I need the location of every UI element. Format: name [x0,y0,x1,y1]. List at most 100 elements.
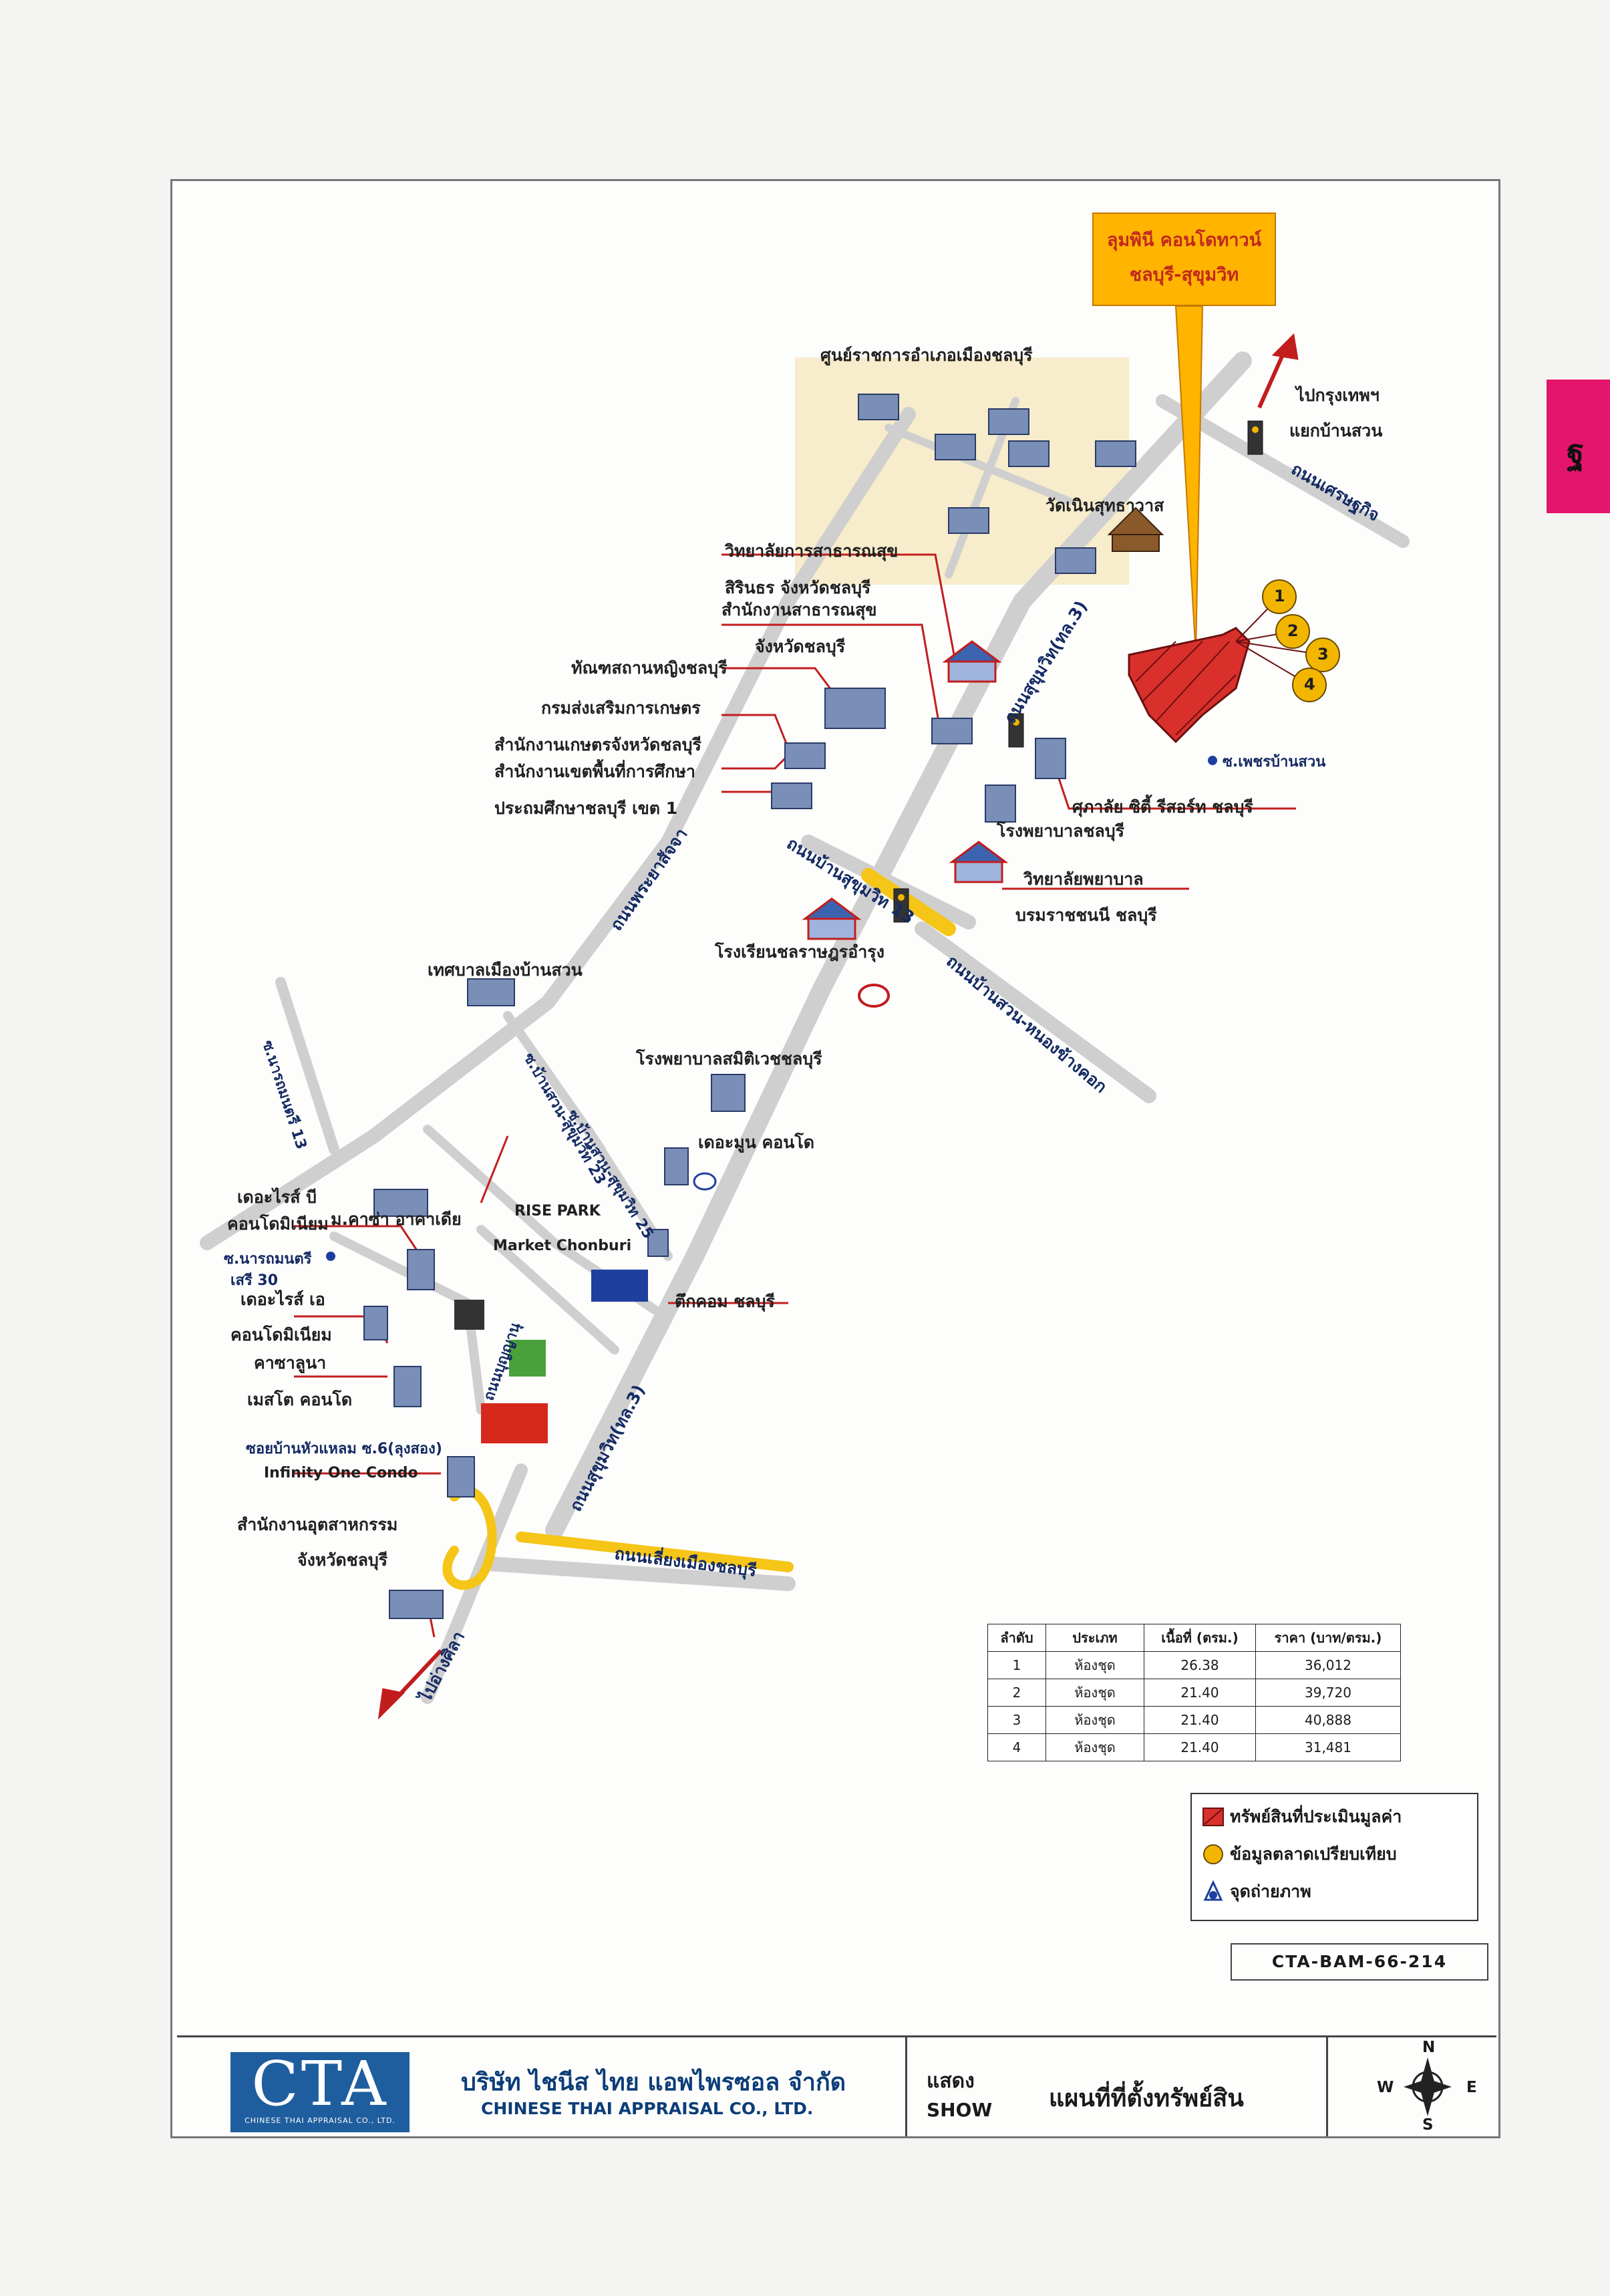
label-to-bangkok-1: ไปกรุงเทพฯ [1296,386,1380,405]
health-building [931,718,973,744]
label-samitivej: โรงพยาบาลสมิติเวชชลบุรี [636,1049,822,1068]
label-women-prison: ทัณฑสถานหญิงชลบุรี [571,658,728,678]
nongkhangkhok-road [915,921,1156,1103]
label-edu-1: สำนักงานเขตพื้นที่การศึกษา [494,762,695,781]
makro-icon [481,1403,548,1443]
direction-arrows [377,333,1299,1720]
municipality-building [467,978,515,1006]
traffic-light-bansuan [1247,420,1263,455]
comparable-marker-3: 3 [1317,645,1329,664]
label-college-ph-2: สิรินธร จังหวัดชลบุรี [725,578,871,597]
moon-building [664,1147,689,1185]
market-icon [454,1300,484,1330]
traffic-lights [893,420,1263,923]
label-health-office-2: จังหวัดชลบุรี [755,637,846,656]
title-divider [905,2037,907,2136]
legend-photo: จุดถ่ายภาพ [1202,1878,1311,1905]
court-building [1035,738,1066,779]
table-header: ราคา (บาท/ตรม.) [1255,1624,1401,1652]
label-agri-1: กรมส่งเสริมการเกษตร [541,698,701,718]
camera-point-icon [1203,1880,1223,1901]
table-header: เนื้อที่ (ตรม.) [1144,1624,1256,1652]
arrow-to-angsila-head [377,1688,406,1720]
edge-tab-text: ฐ [1567,433,1585,470]
phraya-satcha-road [200,407,916,1250]
callout-line-2: ชลบุรี-สุขุมวิท [1129,265,1239,285]
gov-building-3 [988,408,1029,435]
compass-rose: N S E W [1366,2037,1490,2136]
temple-icon [1107,507,1164,552]
comparable-circle-icon [1203,1844,1223,1864]
compass-icon [1404,2057,1452,2116]
comparable-marker-2: 2 [1287,621,1299,640]
arrow-to-bangkok [1257,346,1288,409]
casa-building [373,1189,428,1217]
label-municipality: เทศบาลเมืองบ้านสวน [428,960,583,980]
nursing-icon [949,841,1009,863]
table-row: 2 ห้องชุด 21.40 39,720 [987,1679,1401,1707]
samitivej-building [711,1074,746,1112]
company-logo: CTA CHINESE THAI APPRAISAL CO., LTD. [230,2052,410,2132]
lotus-icon [591,1270,648,1302]
traffic-light-sukhumvit13 [893,888,909,923]
table-cell: 2 [987,1679,1046,1707]
company-name-thai: บริษัท ไชนีส ไทย แอพไพรซอล จำกัด [461,2069,846,2096]
toyota-icon [858,984,890,1008]
label-tukcom: ตึกคอม ชลบุรี [675,1292,775,1311]
table-cell: 31,481 [1255,1733,1401,1761]
label-gov-center: ศูนย์ราชการอำเภอเมืองชลบุรี [820,345,1033,365]
label-rise-a-1: เดอะไรส์ เอ [240,1290,325,1309]
gov-building-1 [858,394,899,420]
photo-point-narathip [326,1252,335,1261]
narongnuch-soi [275,977,339,1155]
compass-south: S [1422,2116,1434,2134]
rise-b-building [407,1249,435,1290]
table-row: 3 ห้องชุด 21.40 40,888 [987,1706,1401,1734]
label-court: ศุภาลัย ซิตี้ รีสอร์ท ชลบุรี [1072,797,1253,817]
label-nursing-2: บรมราชชนนี ชลบุรี [1015,905,1157,925]
table-header: ประเภท [1045,1624,1144,1652]
map-legend: ทรัพย์สินที่ประเมินมูลค่า ข้อมูลตลาดเปรี… [1190,1793,1478,1921]
table-row: 1 ห้องชุด 26.38 36,012 [987,1651,1401,1679]
soi-label-seri30: เสรี 30 [230,1272,279,1289]
table-cell: ห้องชุด [1045,1733,1144,1761]
compass-north: N [1422,2039,1436,2056]
soi-label-huaylaem: ซอยบ้านหัวแหลม ซ.6(ลุงสอง) [246,1441,442,1457]
soi-local-3 [476,1225,619,1354]
table-header: ลำดับ [987,1624,1046,1652]
label-casa: ม.คาซ่า อาคาเดีย [331,1209,462,1229]
title-bar: CTA CHINESE THAI APPRAISAL CO., LTD. บริ… [177,2035,1496,2136]
comparable-marker-3-circle [1305,637,1340,672]
label-infinity: Infinity One Condo [264,1465,418,1481]
table-cell: 36,012 [1255,1651,1401,1679]
institution-icons [802,640,1009,940]
label-casaluna-2: เมสโต คอนโด [247,1390,353,1409]
table-cell: ห้องชุด [1045,1706,1144,1734]
building-icons [363,394,1136,1619]
label-temple: วัดเนินสุทธาวาส [1045,496,1164,515]
subject-swatch-icon [1202,1808,1224,1826]
gov-building-7 [1055,547,1096,574]
label-agri-2: สำนักงานเกษตรจังหวัดชลบุรี [494,735,701,754]
table-cell: 4 [987,1733,1046,1761]
label-the-moon: เดอะมูน คอนโด [698,1133,814,1152]
label-rise-park-2: Market Chonburi [493,1238,632,1254]
casaluna-building [393,1366,422,1407]
gov-building-2 [935,434,976,460]
school-icon [802,897,862,920]
label-rise-a-2: คอนโดมิเนียม [230,1325,332,1344]
highlight-bypass [516,1532,794,1572]
logo-subtext: CHINESE THAI APPRAISAL CO., LTD. [245,2116,395,2125]
label-rise-b-1: เดอะไรส์ บี [237,1187,317,1207]
table-cell: 3 [987,1706,1046,1734]
subject-callout: ลุมพินี คอนโดทาวน์ ชลบุรี-สุขุมวิท [1092,212,1276,306]
table-cell: 21.40 [1144,1733,1256,1761]
gov-building-6 [948,507,989,534]
title-divider [1326,2037,1328,2136]
map-title: แผนที่ที่ตั้งทรัพย์สิน [1049,2085,1244,2112]
comparable-marker-1-circle [1262,579,1297,614]
callout-pointer [1174,305,1204,656]
esso-icon [693,1172,717,1191]
infinity-building [447,1456,475,1497]
